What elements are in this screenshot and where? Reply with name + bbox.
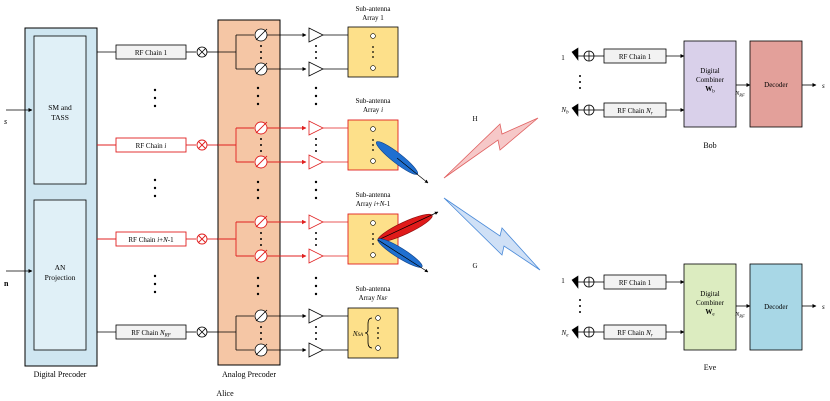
ellipsis-dots [314,45,318,340]
receive-antenna-icon [571,47,579,61]
mixer-icon [196,46,208,58]
phase-shifter-group-nrf [218,309,307,357]
bob-output-label: s [822,82,825,90]
ellipsis-dots [579,299,581,313]
eve-label: Eve [704,363,717,372]
rf-chain-1-label: RF Chain 1 [135,49,168,57]
ellipsis-dots [372,233,374,245]
channel-h-bolt-icon [443,117,539,179]
eve-decoder-block [749,263,803,351]
receive-antenna-icon [571,325,579,339]
phase-shifter-group-i [218,121,307,169]
mixer-icon [196,139,208,151]
beam-arrow [377,211,439,241]
sub-array-nrf-box [347,307,399,359]
ellipsis-dots [372,46,374,58]
beam-arrow [396,157,429,184]
bob-rf-chain-1-label: RF Chain 1 [619,53,652,61]
eve-decoder-label: Decoder [764,303,788,311]
rf-chain-nrf-label: RF Chain NRF [131,329,172,339]
adder-icon [583,326,595,338]
input-n-label: n [4,279,9,288]
alice-label: Alice [216,389,234,398]
rf-chain-i-label: RF Chain i [136,142,167,150]
mixer-icon [196,233,208,245]
adder-icon [583,50,595,62]
beam-arrow [377,239,429,273]
amplifier-icons [308,27,324,358]
bob-decoder-block [749,40,803,128]
channel-g-bolt-icon [443,197,541,271]
eve-rf-chain-n-label: RF Chain Nr [617,329,652,339]
bob-ant-last-label: Nb [560,106,569,116]
bob-ant-first-label: 1 [561,54,565,62]
antenna-elements [370,220,376,258]
analog-precoder-block [217,19,281,366]
receive-antenna-icon [571,275,579,289]
channel-h-label: H [472,115,477,123]
bob-rf-chain-n-label: RF Chain Nr [617,107,652,117]
adder-icon [583,104,595,116]
ellipsis-dots [256,45,262,340]
bob-decoder-label: Decoder [764,81,788,89]
eve-combiner-block [683,263,737,351]
eve-nrf-label: NRF [734,312,745,319]
antenna-elements [375,315,381,351]
ellipsis-dots [372,139,374,151]
ellipsis-dots [153,88,157,294]
bob-label: Bob [703,141,716,150]
ellipsis-dots [377,327,379,339]
input-s-label: s [4,117,7,126]
an-projection-block [33,199,87,351]
amp-to-array-wires [323,34,348,351]
eve-output-label: s [822,303,825,311]
antenna-elements [370,126,376,164]
analog-precoder-label: Analog Precoder [222,370,276,379]
bob-nrf-label: NRF [734,91,745,98]
eve-ant-last-label: Ne [561,329,570,339]
brace-icon [364,317,373,349]
eve-ant-first-label: 1 [561,277,565,285]
ellipsis-dots [579,75,581,89]
phase-shifter-group-1 [218,28,307,76]
digital-precoder-label: Digital Precoder [34,370,87,379]
sm-tass-block [33,35,87,185]
bob-combiner-block [683,40,737,128]
mixer-icon [196,326,208,338]
phase-shifter-group-i-n-1 [218,215,307,263]
beam-blue-icon [377,238,423,268]
adder-icon [583,276,595,288]
nsa-label: NSA [352,330,364,338]
eve-rf-chain-1-label: RF Chain 1 [619,279,652,287]
channel-g-label: G [472,262,477,270]
receive-antenna-icon [571,103,579,117]
antenna-elements [370,33,376,71]
rf-chain-i-n-1-label: RF Chain i+N-1 [128,236,174,244]
